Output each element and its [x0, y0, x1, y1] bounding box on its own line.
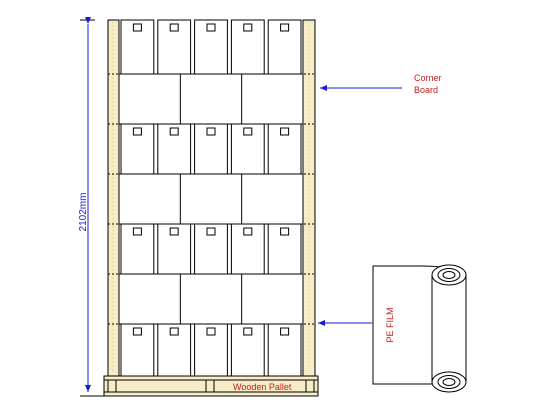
battery-terminal — [243, 127, 253, 136]
battery-terminal — [206, 23, 216, 32]
battery-terminal — [280, 227, 290, 236]
wooden-pallet-label: Wooden Pallet — [233, 382, 292, 392]
battery-terminal — [243, 227, 253, 236]
separator-panel-row — [118, 173, 304, 225]
battery-terminal — [132, 227, 142, 236]
corner-board-label-line2: Board — [414, 85, 438, 95]
pe-film-label: PE FILM — [385, 307, 395, 342]
corner-board-label-line1: Corner — [414, 73, 442, 83]
battery-terminal — [243, 23, 253, 32]
battery-terminal — [243, 327, 253, 336]
battery-terminal — [169, 23, 179, 32]
battery-terminal — [169, 227, 179, 236]
battery-terminal — [206, 127, 216, 136]
battery-terminal — [206, 227, 216, 236]
battery-terminal — [132, 127, 142, 136]
battery-terminal — [132, 327, 142, 336]
cargo-stack — [108, 19, 315, 377]
battery-terminal — [169, 127, 179, 136]
height-dimension: 2102mm — [78, 17, 104, 397]
battery-terminal — [280, 23, 290, 32]
corner-board-texture — [112, 22, 310, 374]
wooden-pallet: Wooden Pallet — [103, 375, 319, 397]
pe-film-roll-top — [431, 264, 467, 286]
dimension-label: 2102mm — [78, 193, 89, 232]
corner-board-callout: Corner Board — [320, 73, 442, 95]
battery-terminal — [280, 327, 290, 336]
separator-panel-row — [118, 273, 304, 325]
battery-terminal — [169, 327, 179, 336]
battery-terminal — [206, 327, 216, 336]
pe-film-roll: PE FILM — [372, 264, 467, 393]
battery-terminal — [280, 127, 290, 136]
battery-terminal — [132, 23, 142, 32]
separator-panel-row — [118, 73, 304, 125]
